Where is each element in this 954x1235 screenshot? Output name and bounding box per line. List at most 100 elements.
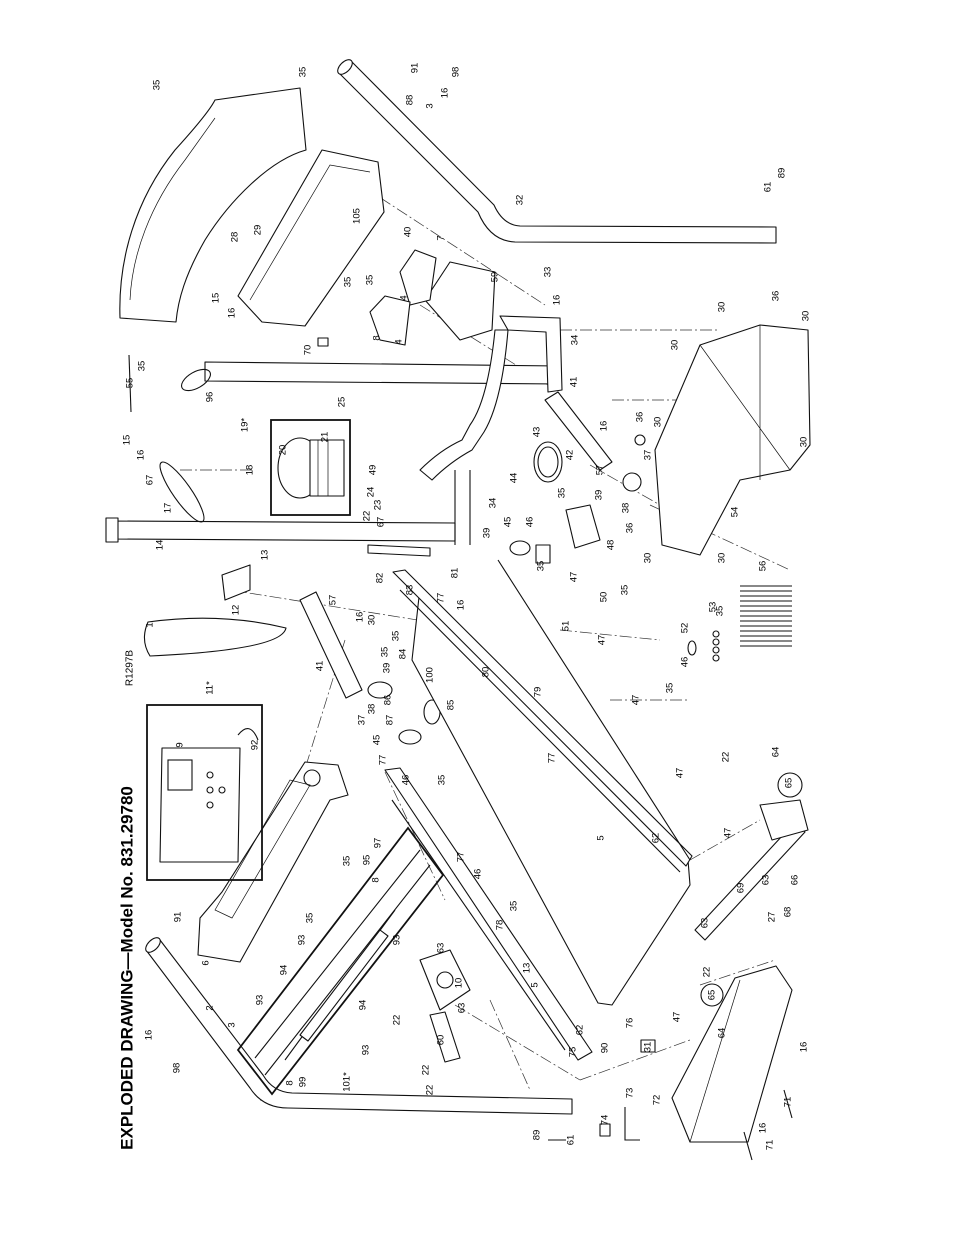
part-callout: 49 [368,465,379,476]
part-callout: 52 [680,623,691,634]
part-callout: 99 [298,1077,309,1088]
part-callout: 61 [763,182,774,193]
hand-grip-assembly-box [236,826,445,1096]
part-callout: 48 [606,540,617,551]
part-callout: 36 [625,523,636,534]
small-plate [317,337,329,347]
front-roller [544,391,613,471]
part-callout: 35 [509,901,520,912]
part-callout: 61 [566,1135,577,1146]
part-callout: 41 [569,377,580,388]
part-callout: 100 [425,667,436,683]
incline-motor-hub [436,971,454,989]
part-callout: 8 [285,1080,296,1085]
part-callout: 23 [373,500,384,511]
console-wires [237,728,259,741]
part-callout: 22 [421,1065,432,1076]
wire-coil-inner [537,446,559,478]
part-callout: 35 [343,277,354,288]
part-callout: 5 [596,835,607,840]
part-callout: 65 [707,990,718,1001]
part-callout: 79 [533,687,544,698]
part-callout: 89 [777,168,788,179]
part-callout: 7 [436,235,447,240]
part-callout: 93 [392,935,403,946]
hood-base-plate [237,149,385,327]
part-callout: 98 [451,67,462,78]
pulley [367,681,393,699]
part-callout: 50 [599,592,610,603]
part-callout: 11* [205,681,216,695]
part-callout: 35 [152,80,163,91]
control-bracket [399,249,437,306]
part-callout: 59 [490,272,501,283]
part-callout: 57 [328,595,339,606]
part-callout: 35 [365,275,376,286]
drive-motor [309,439,345,497]
part-callout: 93 [255,995,266,1006]
part-callout: 71 [765,1140,776,1151]
part-callout: 90 [600,1043,611,1054]
part-callout: 75 [568,1047,579,1058]
part-callout: 47 [672,1012,683,1023]
part-callout: 6 [201,960,212,965]
base [671,965,793,1143]
wheel [700,983,724,1007]
part-callout: 39 [482,528,493,539]
nut [712,630,720,638]
console-display-area [214,779,311,919]
part-callout: 71 [783,1097,794,1108]
console-electronics-box [146,704,263,881]
part-callout: 16 [456,600,467,611]
part-callout: 5 [530,982,541,987]
part-callout: 17 [163,503,174,514]
part-callout: 62 [651,833,662,844]
part-callout: 45 [503,517,514,528]
part-callout: 35 [305,913,316,924]
part-callout: 63 [700,918,711,929]
incline-frame [654,324,811,556]
drawing-title: EXPLODED DRAWING—Model No. 831.29780 [118,786,137,1150]
part-callout: 30 [801,311,812,322]
part-callout: 12 [231,605,242,616]
part-callout: 40 [403,227,414,238]
drive-belt [159,461,205,523]
clip [687,640,697,656]
part-callout: 39 [382,663,393,674]
side-rail-top [392,569,693,867]
part-callout: 47 [723,828,734,839]
part-callout: 69 [736,883,747,894]
part-callout: 77 [456,852,467,863]
part-callout: 22 [362,511,373,522]
part-callout: 22 [702,967,713,978]
part-callout: 34 [488,498,499,509]
console-button [218,786,226,794]
bolt [743,1131,753,1161]
assembly-line [229,589,431,623]
part-callout: 76 [625,1018,636,1029]
nut [712,646,720,654]
incline-bar [429,1011,461,1063]
part-callout: 67 [145,475,156,486]
part-callout: 4 [394,339,405,344]
foot [622,472,642,492]
part-callout: 72 [652,1095,663,1106]
part-callout: 91 [410,63,421,74]
assembly-line [559,629,661,641]
handrail-right-cap [337,59,353,75]
grip-bar [299,929,389,1042]
part-callout: 16 [144,1030,155,1041]
part-callout: 4 [399,295,410,300]
hood-base-plate-edge [249,164,371,301]
part-callout: 74 [600,1115,611,1126]
part-callout: 8 [371,877,382,882]
part-callout: 38 [367,704,378,715]
part-callout: 39 [594,490,605,501]
part-callout: 13 [522,963,533,974]
part-callout: 51 [561,621,572,632]
part-callout: 63 [436,943,447,954]
rod [128,354,132,413]
part-callout: 92 [250,740,261,751]
part-callout: 2 [205,1005,216,1010]
part-callout: 19* [240,418,251,433]
